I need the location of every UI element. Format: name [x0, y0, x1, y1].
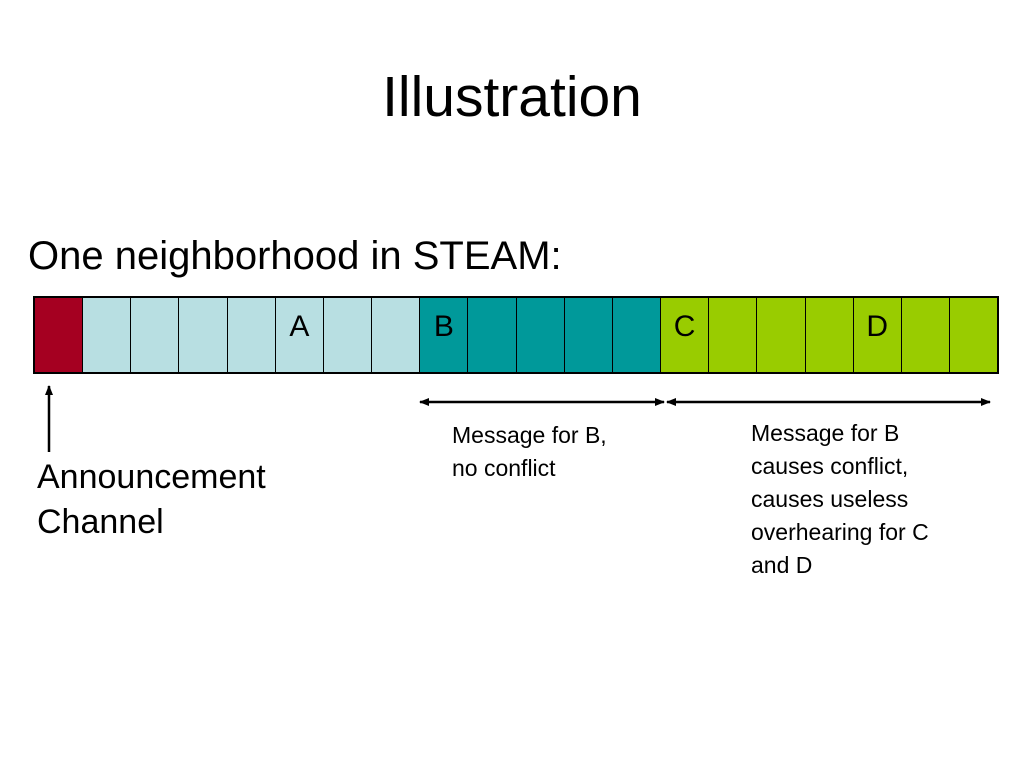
channel-slot: [612, 298, 662, 372]
channel-slot: C: [661, 298, 710, 372]
message-b-conflict-note: Message for B causes conflict, causes us…: [751, 420, 929, 578]
channel-slot: [372, 298, 421, 372]
channel-bar: A B C D: [33, 296, 999, 374]
channel-slot: B: [420, 298, 469, 372]
channel-slot: [757, 298, 806, 372]
channel-slot: [564, 298, 613, 372]
channel-slot: [83, 298, 132, 372]
channel-slot: D: [853, 298, 902, 372]
channel-slot: [468, 298, 517, 372]
slide-subtitle: One neighborhood in STEAM:: [28, 234, 562, 278]
slide-title: Illustration: [382, 65, 642, 129]
announcement-channel-label: Announcement Channel: [37, 458, 266, 541]
channel-slot: [179, 298, 228, 372]
channel-slot: [131, 298, 180, 372]
channel-slot: [949, 298, 998, 372]
channel-slot: [516, 298, 565, 372]
channel-slot: [901, 298, 950, 372]
message-b-no-conflict-note: Message for B, no conflict: [452, 422, 607, 481]
channel-slot: [227, 298, 276, 372]
announcement-slot: [35, 298, 84, 372]
channel-slot: [709, 298, 758, 372]
channel-slot: [805, 298, 854, 372]
channel-slot: [323, 298, 373, 372]
channel-slot: A: [275, 298, 324, 372]
